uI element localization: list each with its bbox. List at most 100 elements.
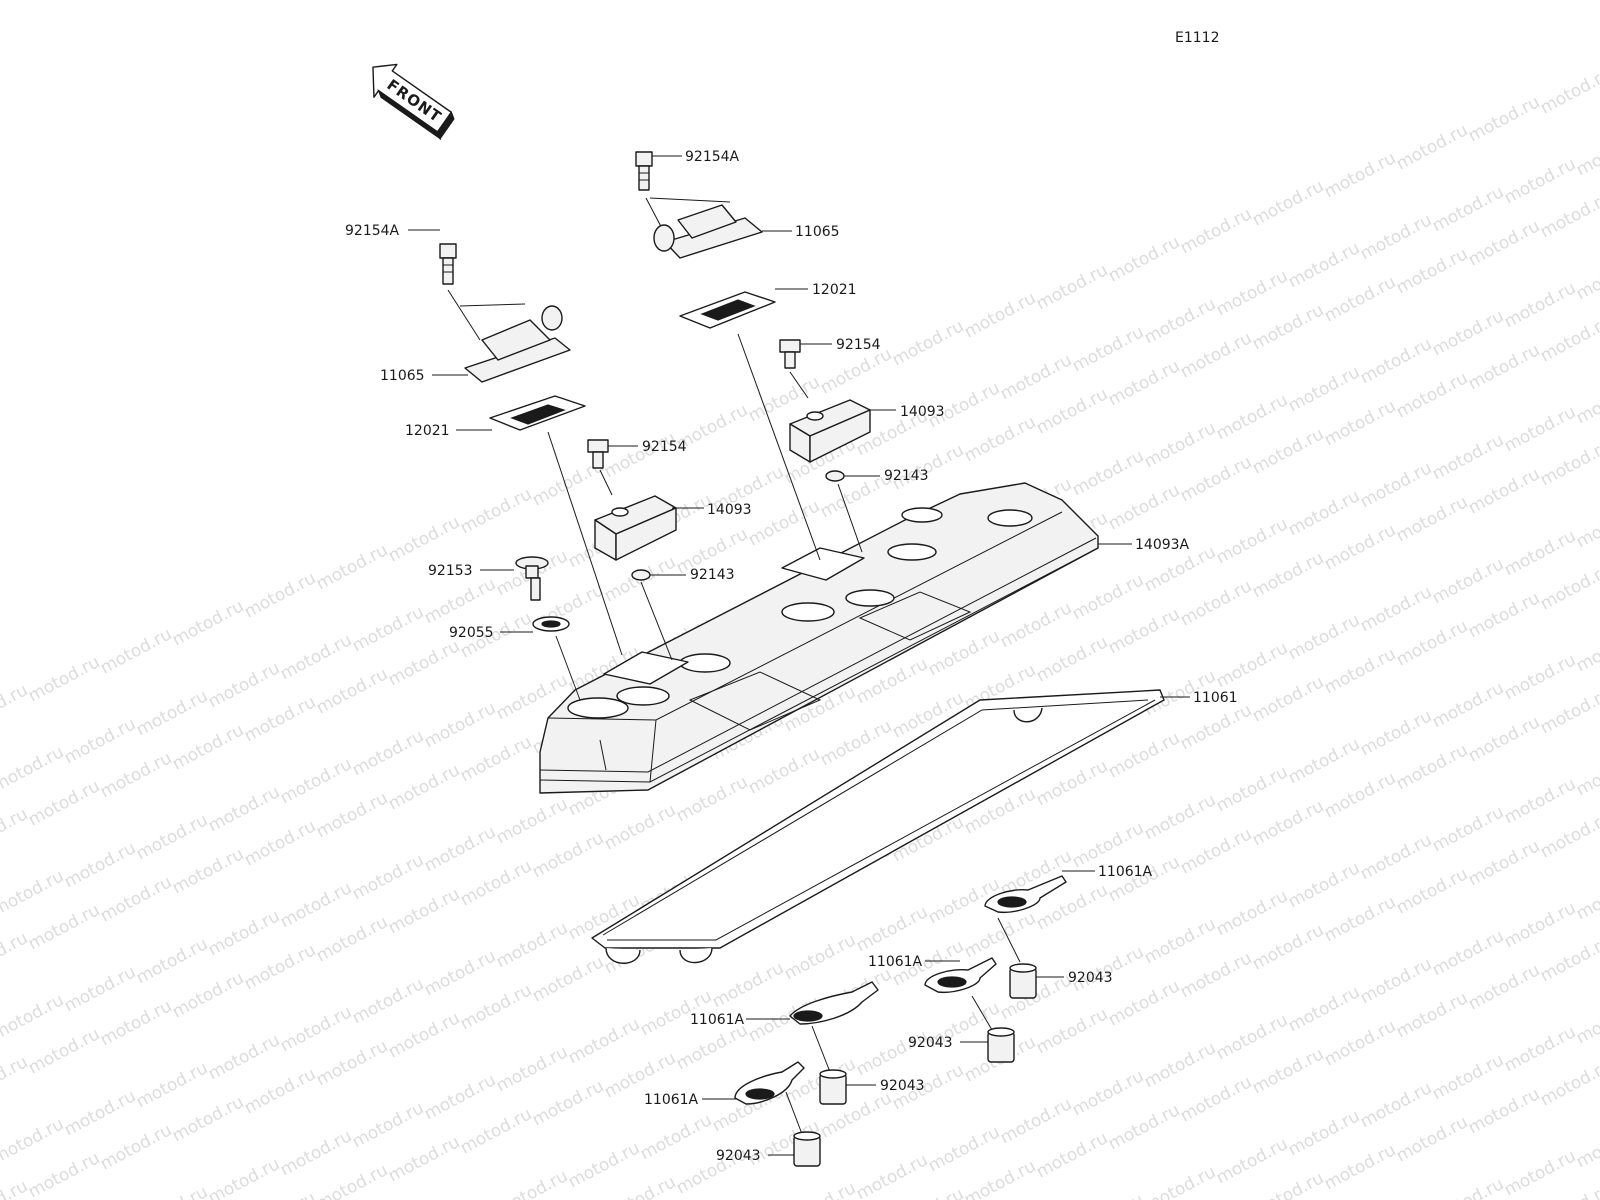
watermark-text: motod.ru [349,602,427,656]
watermark-text: motod.ru [457,732,535,786]
watermark-text: motod.ru [385,760,463,814]
grommet-12021-left [489,395,586,431]
watermark-text: motod.ru [1321,520,1399,574]
watermark-text: motod.ru [277,1126,355,1180]
watermark-text: motod.ru [1573,1118,1600,1172]
watermark-text: motod.ru [1501,774,1579,828]
coil-cover-11065-left [464,305,571,383]
watermark-text: motod.ru [1573,126,1600,180]
watermark-text: motod.ru [1357,458,1435,512]
watermark-text: motod.ru [133,810,211,864]
watermark-text: motod.ru [0,1114,67,1168]
label-p04: 12021 [812,282,857,298]
watermark-text: motod.ru [1285,858,1363,912]
watermark-text: motod.ru [241,692,319,746]
watermark-text: motod.ru [1033,260,1111,314]
watermark-text: motod.ru [0,742,67,796]
watermark-text: motod.ru [1105,480,1183,534]
watermark-text: motod.ru [1249,548,1327,602]
watermark-text: motod.ru [529,952,607,1006]
dowel-92043-2 [987,1027,1015,1063]
watermark-text: motod.ru [1465,92,1543,146]
watermark-text: motod.ru [61,1086,139,1140]
watermark-text: motod.ru [1177,1072,1255,1126]
watermark-text: motod.ru [601,800,679,854]
watermark-text: motod.ru [277,878,355,932]
label-p24: 92043 [716,1148,761,1164]
watermark-text: motod.ru [1465,712,1543,766]
watermark-text: motod.ru [25,900,103,954]
bolt-92154-right [779,339,801,369]
dowel-92043-3 [819,1069,847,1105]
watermark-text: motod.ru [1465,1084,1543,1138]
label-p19: 92043 [1068,970,1113,986]
watermark-text: motod.ru [565,1138,643,1192]
watermark-text: motod.ru [1033,1128,1111,1182]
watermark-text: motod.ru [601,428,679,482]
watermark-text: motod.ru [1249,300,1327,354]
bolt-92154a-left [439,243,457,285]
watermark-text: motod.ru [1537,1056,1600,1110]
seal-11061a-1 [984,875,1067,914]
watermark-text: motod.ru [1033,1004,1111,1058]
label-p18: 11061A [868,954,923,970]
watermark-text: motod.ru [1321,892,1399,946]
watermark-text: motod.ru [1573,622,1600,676]
watermark-text: motod.ru [1429,182,1507,236]
watermark-text: motod.ru [277,630,355,684]
watermark-text: motod.ru [997,1094,1075,1148]
watermark-text: motod.ru [529,828,607,882]
label-p02: 11065 [795,224,840,240]
watermark-text: motod.ru [97,996,175,1050]
watermark-text: motod.ru [97,1120,175,1174]
dowel-92043-1 [1009,963,1037,999]
watermark-text: motod.ru [25,1024,103,1078]
label-p16: 11061 [1193,690,1238,706]
watermark-text: motod.ru [97,624,175,678]
watermark-text: motod.ru [1537,312,1600,366]
watermark-text: motod.ru [997,598,1075,652]
watermark-text: motod.ru [1357,954,1435,1008]
seal-11061a-4 [734,1061,805,1105]
watermark-text: motod.ru [1285,486,1363,540]
watermark-text: motod.ru [1213,1134,1291,1188]
watermark-text: motod.ru [205,782,283,836]
watermark-text: motod.ru [385,512,463,566]
watermark-text: motod.ru [1537,188,1600,242]
watermark-text: motod.ru [277,1002,355,1056]
diagram-code: E1112 [1175,30,1219,46]
watermark-text: motod.ru [1429,1050,1507,1104]
watermark-text: motod.ru [1069,1190,1147,1200]
watermark-text: motod.ru [1537,560,1600,614]
watermark-text: motod.ru [349,850,427,904]
bolt-92154a-right [635,151,653,191]
watermark-text: motod.ru [1429,678,1507,732]
watermark-text: motod.ru [1393,368,1471,422]
watermark-text: motod.ru [1501,526,1579,580]
watermark-text: motod.ru [1501,278,1579,332]
watermark-text: motod.ru [61,962,139,1016]
watermark-text: motod.ru [1213,638,1291,692]
watermark-text: motod.ru [133,1182,211,1200]
watermark-text: motod.ru [349,726,427,780]
watermark-text: motod.ru [1105,976,1183,1030]
watermark-text: motod.ru [1429,306,1507,360]
watermark-text: motod.ru [169,968,247,1022]
watermark-text: motod.ru [1357,830,1435,884]
watermark-text: motod.ru [1357,1078,1435,1132]
watermark-text: motod.ru [1141,1038,1219,1092]
watermark-text: motod.ru [1537,932,1600,986]
watermark-text: motod.ru [1285,610,1363,664]
watermark-text: motod.ru [673,772,751,826]
watermark-text: motod.ru [493,1166,571,1200]
label-p11: 14093 [707,502,752,518]
label-p03: 92154A [345,223,400,239]
watermark-text: motod.ru [1393,988,1471,1042]
watermark-text: motod.ru [1501,1146,1579,1200]
watermark-text: motod.ru [25,1148,103,1200]
watermark-text: motod.ru [241,568,319,622]
label-p12: 14093A [1135,537,1190,553]
watermark-text: motod.ru [1537,436,1600,490]
dowel-92043-4 [793,1131,821,1167]
watermark-text: motod.ru [1537,1180,1600,1200]
